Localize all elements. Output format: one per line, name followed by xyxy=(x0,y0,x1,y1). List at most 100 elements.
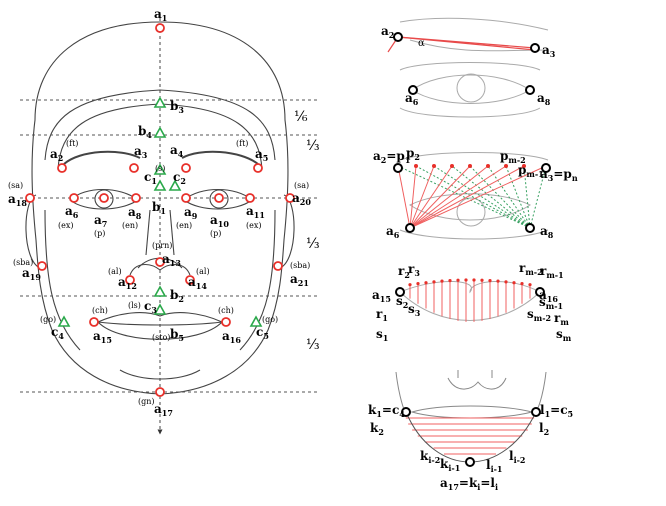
anatomy-label: (sto) xyxy=(152,333,170,342)
panel-landmark-label: sm xyxy=(556,327,572,343)
fan-line-green xyxy=(487,165,531,229)
panel-landmark-label: a3 xyxy=(542,43,556,59)
anatomy-label: (s) xyxy=(155,164,165,173)
landmark-markers xyxy=(25,23,551,467)
panel-landmark-label: s2 xyxy=(396,294,408,310)
face-landmark-label: a12 xyxy=(118,275,137,291)
panel-landmark-label: a2 xyxy=(381,24,394,40)
fan-point xyxy=(432,164,436,168)
anatomy-label: (sa) xyxy=(294,181,309,190)
anatomy-label: (gn) xyxy=(138,397,155,406)
face-landmark-label: a8 xyxy=(128,205,142,221)
red-landmark-marker xyxy=(185,275,195,285)
panel-point-marker xyxy=(465,457,475,467)
lip-point xyxy=(512,281,516,285)
face-landmark-label: a5 xyxy=(255,147,268,163)
eyebrow-left xyxy=(63,150,141,165)
fan-line-red xyxy=(409,165,547,229)
fan-line-green xyxy=(529,165,547,229)
lip-segment-lines xyxy=(408,278,532,322)
fan-line-red xyxy=(409,165,471,229)
proportion-fraction: ⅙ xyxy=(294,109,308,125)
red-landmark-marker xyxy=(99,193,109,203)
nose-sketch xyxy=(447,377,507,390)
anatomy-label: (ls) xyxy=(128,301,141,310)
red-landmark-marker xyxy=(69,193,79,203)
face-landmark-label: b5 xyxy=(170,327,184,343)
lip-point xyxy=(528,283,532,287)
panel-landmark-label: a8 xyxy=(540,224,554,240)
panel-eye-fan xyxy=(399,152,549,240)
face-landmark-label: a17 xyxy=(154,402,173,418)
green-landmark-marker xyxy=(153,179,167,191)
anatomy-label: (sba) xyxy=(13,258,33,267)
lip-point xyxy=(520,282,524,286)
face-landmark-label: a20 xyxy=(292,191,311,207)
proportion-fraction: ⅓ xyxy=(306,337,320,353)
anatomy-label: (en) xyxy=(122,221,138,230)
face-landmark-label: a10 xyxy=(210,213,229,229)
face-landmark-label: b4 xyxy=(138,124,152,140)
fan-point xyxy=(450,164,454,168)
face-landmark-label: a4 xyxy=(170,143,184,159)
anatomy-label: (ex) xyxy=(246,221,262,230)
mouth-sketch xyxy=(410,405,533,419)
fan-line-red xyxy=(397,165,411,229)
fan-line-red xyxy=(409,165,435,229)
fan-line-green xyxy=(451,165,531,229)
red-landmark-marker xyxy=(253,163,263,173)
green-landmark-marker xyxy=(153,163,167,175)
anatomy-label: (ch) xyxy=(218,306,234,315)
lip-point xyxy=(504,280,508,284)
fan-line-red xyxy=(409,165,417,229)
lip-point xyxy=(456,278,460,282)
face-landmark-label: c4 xyxy=(51,325,64,341)
red-landmark-marker xyxy=(37,261,47,271)
anatomy-label: (go) xyxy=(262,315,278,324)
panel-landmark-label: a6 xyxy=(386,224,400,240)
face-landmark-label: a9 xyxy=(184,205,198,221)
green-landmark-marker xyxy=(153,303,167,315)
red-landmark-marker xyxy=(25,193,35,203)
lip-point xyxy=(408,283,412,287)
panel-point-marker xyxy=(401,407,411,417)
iris-left xyxy=(94,189,114,209)
red-landmark-marker xyxy=(221,317,231,327)
green-landmark-marker xyxy=(153,126,167,138)
lip-point xyxy=(488,278,492,283)
face-landmark-label: a15 xyxy=(93,329,112,345)
green-landmark-marker xyxy=(153,285,167,297)
nose-bridge-left xyxy=(145,209,151,256)
face-landmark-label: c2 xyxy=(173,170,186,186)
panel-landmark-label: sm-2 xyxy=(527,307,551,323)
panel-point-marker xyxy=(535,287,545,297)
panel-landmark-label: ki-2 xyxy=(420,449,440,465)
iris-right xyxy=(209,189,229,209)
red-landmark-marker xyxy=(181,193,191,203)
panel-landmark-label: li-2 xyxy=(509,449,526,465)
panel-landmark-label: s1 xyxy=(376,327,388,343)
eye-fan-lines xyxy=(396,164,548,229)
face-landmark-label: b3 xyxy=(170,99,184,115)
mouth-upper xyxy=(97,312,223,323)
panel-landmark-label: a3=pn xyxy=(540,167,578,183)
anatomy-label: (en) xyxy=(176,221,192,230)
face-landmark-label: a11 xyxy=(246,204,265,220)
red-landmark-marker xyxy=(131,193,141,203)
red-landmark-marker xyxy=(129,163,139,173)
red-landmark-marker xyxy=(273,261,283,271)
panel-point-marker xyxy=(525,223,535,233)
lip-point xyxy=(416,282,420,286)
panel-point-marker xyxy=(393,163,403,173)
fan-line-green xyxy=(433,165,531,229)
jaw-left xyxy=(44,209,81,351)
nose-bridge-right xyxy=(169,209,175,256)
panel-point-marker xyxy=(393,32,403,42)
face-landmark-label: b1 xyxy=(152,200,166,216)
panel-point-marker xyxy=(405,223,415,233)
red-landmark-marker xyxy=(285,193,295,203)
anatomy-label: (al) xyxy=(196,267,210,276)
red-landmark-marker xyxy=(214,193,224,203)
panel-landmark-label: p2 xyxy=(406,146,420,162)
